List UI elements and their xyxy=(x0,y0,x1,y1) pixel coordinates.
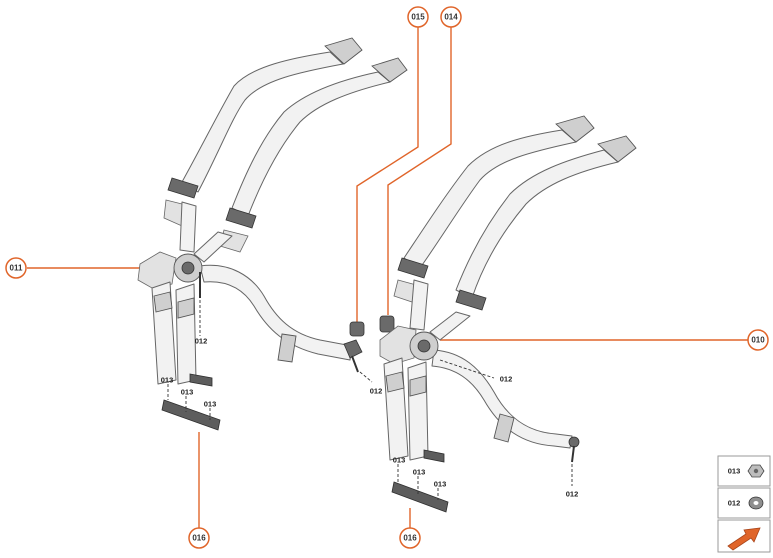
right-shoulder-fitting-b xyxy=(597,135,637,163)
washer-icon xyxy=(748,496,764,510)
part-012-center: 012 xyxy=(370,387,383,396)
part-015-spacer xyxy=(349,321,365,337)
hex-nut-icon xyxy=(747,464,765,478)
left-lap-bolt xyxy=(351,355,359,373)
leader-014 xyxy=(387,27,452,315)
part-012-right-hub: 012 xyxy=(500,375,513,384)
left-anchor-bar xyxy=(161,399,221,431)
part-013-left-a: 013 xyxy=(161,376,174,385)
part-012-left-hub: 012 xyxy=(195,337,208,346)
left-lap-end xyxy=(343,339,363,359)
right-buckle-pad xyxy=(379,325,417,365)
left-lap-adjuster xyxy=(277,333,297,363)
loose-hardware xyxy=(349,315,395,383)
left-lap-belt xyxy=(199,264,353,361)
legend-012-label: 012 xyxy=(728,499,741,508)
left-small-plate xyxy=(189,373,213,387)
callout-010: 010 xyxy=(747,329,769,351)
callout-011: 011 xyxy=(5,257,27,279)
part-013-right-a: 013 xyxy=(393,456,406,465)
left-shoulder-strap-a xyxy=(181,51,344,193)
callout-016-right: 016 xyxy=(399,527,421,549)
legend: 013 012 xyxy=(717,455,771,553)
callout-015-label: 015 xyxy=(411,13,425,22)
callout-016-left-label: 016 xyxy=(192,534,206,543)
dash-012-right-hub xyxy=(439,359,495,379)
callout-015: 015 xyxy=(407,6,429,28)
left-adjuster-b xyxy=(225,207,257,229)
left-shoulder-strap-b xyxy=(231,71,391,217)
right-leg-adjuster-b xyxy=(409,375,427,397)
right-strap-to-hub-a xyxy=(409,279,429,331)
orange-arrow-icon xyxy=(727,527,761,551)
part-013-left-b: 013 xyxy=(181,388,194,397)
right-adjuster-a xyxy=(397,257,429,279)
callout-010-label: 010 xyxy=(751,336,765,345)
part-014-spacer xyxy=(379,315,395,333)
left-rotary-knob xyxy=(181,261,195,275)
right-anchor-bar xyxy=(391,481,449,513)
callout-011-label: 011 xyxy=(10,264,23,273)
right-lap-belt xyxy=(431,349,573,449)
right-adjuster-b xyxy=(455,289,487,311)
part-013-right-b: 013 xyxy=(413,468,426,477)
callout-014: 014 xyxy=(440,6,462,28)
left-shoulder-fitting-a xyxy=(324,37,363,65)
left-strap-to-hub-b xyxy=(193,231,233,263)
right-lap-adjuster xyxy=(493,413,515,443)
left-shoulder-fitting-b xyxy=(371,57,408,83)
callout-016-left: 016 xyxy=(188,527,210,549)
left-strap-to-hub-a xyxy=(179,201,197,253)
part-labels: 012 013 013 013 012 012 013 013 013 012 xyxy=(161,337,579,499)
callouts: 011 015 014 010 016 016 xyxy=(5,6,769,549)
right-leg-adjuster-a xyxy=(385,371,405,393)
right-harness xyxy=(379,115,637,513)
dash-012-center xyxy=(359,371,373,383)
right-shoulder-fitting-a xyxy=(555,115,595,143)
callout-016-right-label: 016 xyxy=(403,534,417,543)
leader-015 xyxy=(356,27,419,322)
callout-014-label: 014 xyxy=(444,13,458,22)
left-harness xyxy=(137,37,408,431)
leader-lines xyxy=(27,27,748,530)
left-adjuster-a xyxy=(167,177,199,199)
legend-013-label: 013 xyxy=(728,467,741,476)
part-013-right-c: 013 xyxy=(434,480,447,489)
right-rotary-knob xyxy=(417,339,431,353)
right-small-plate xyxy=(423,449,445,463)
right-strap-to-hub-b xyxy=(429,311,471,341)
right-lap-end xyxy=(568,436,580,448)
left-buckle-pad xyxy=(137,251,177,289)
left-leg-adjuster-b xyxy=(177,297,195,319)
part-013-left-c: 013 xyxy=(204,400,217,409)
right-lap-bolt xyxy=(571,445,575,463)
legend-row-arrow xyxy=(717,519,771,553)
left-leg-adjuster-a xyxy=(153,291,173,313)
part-012-right-end: 012 xyxy=(566,490,579,499)
